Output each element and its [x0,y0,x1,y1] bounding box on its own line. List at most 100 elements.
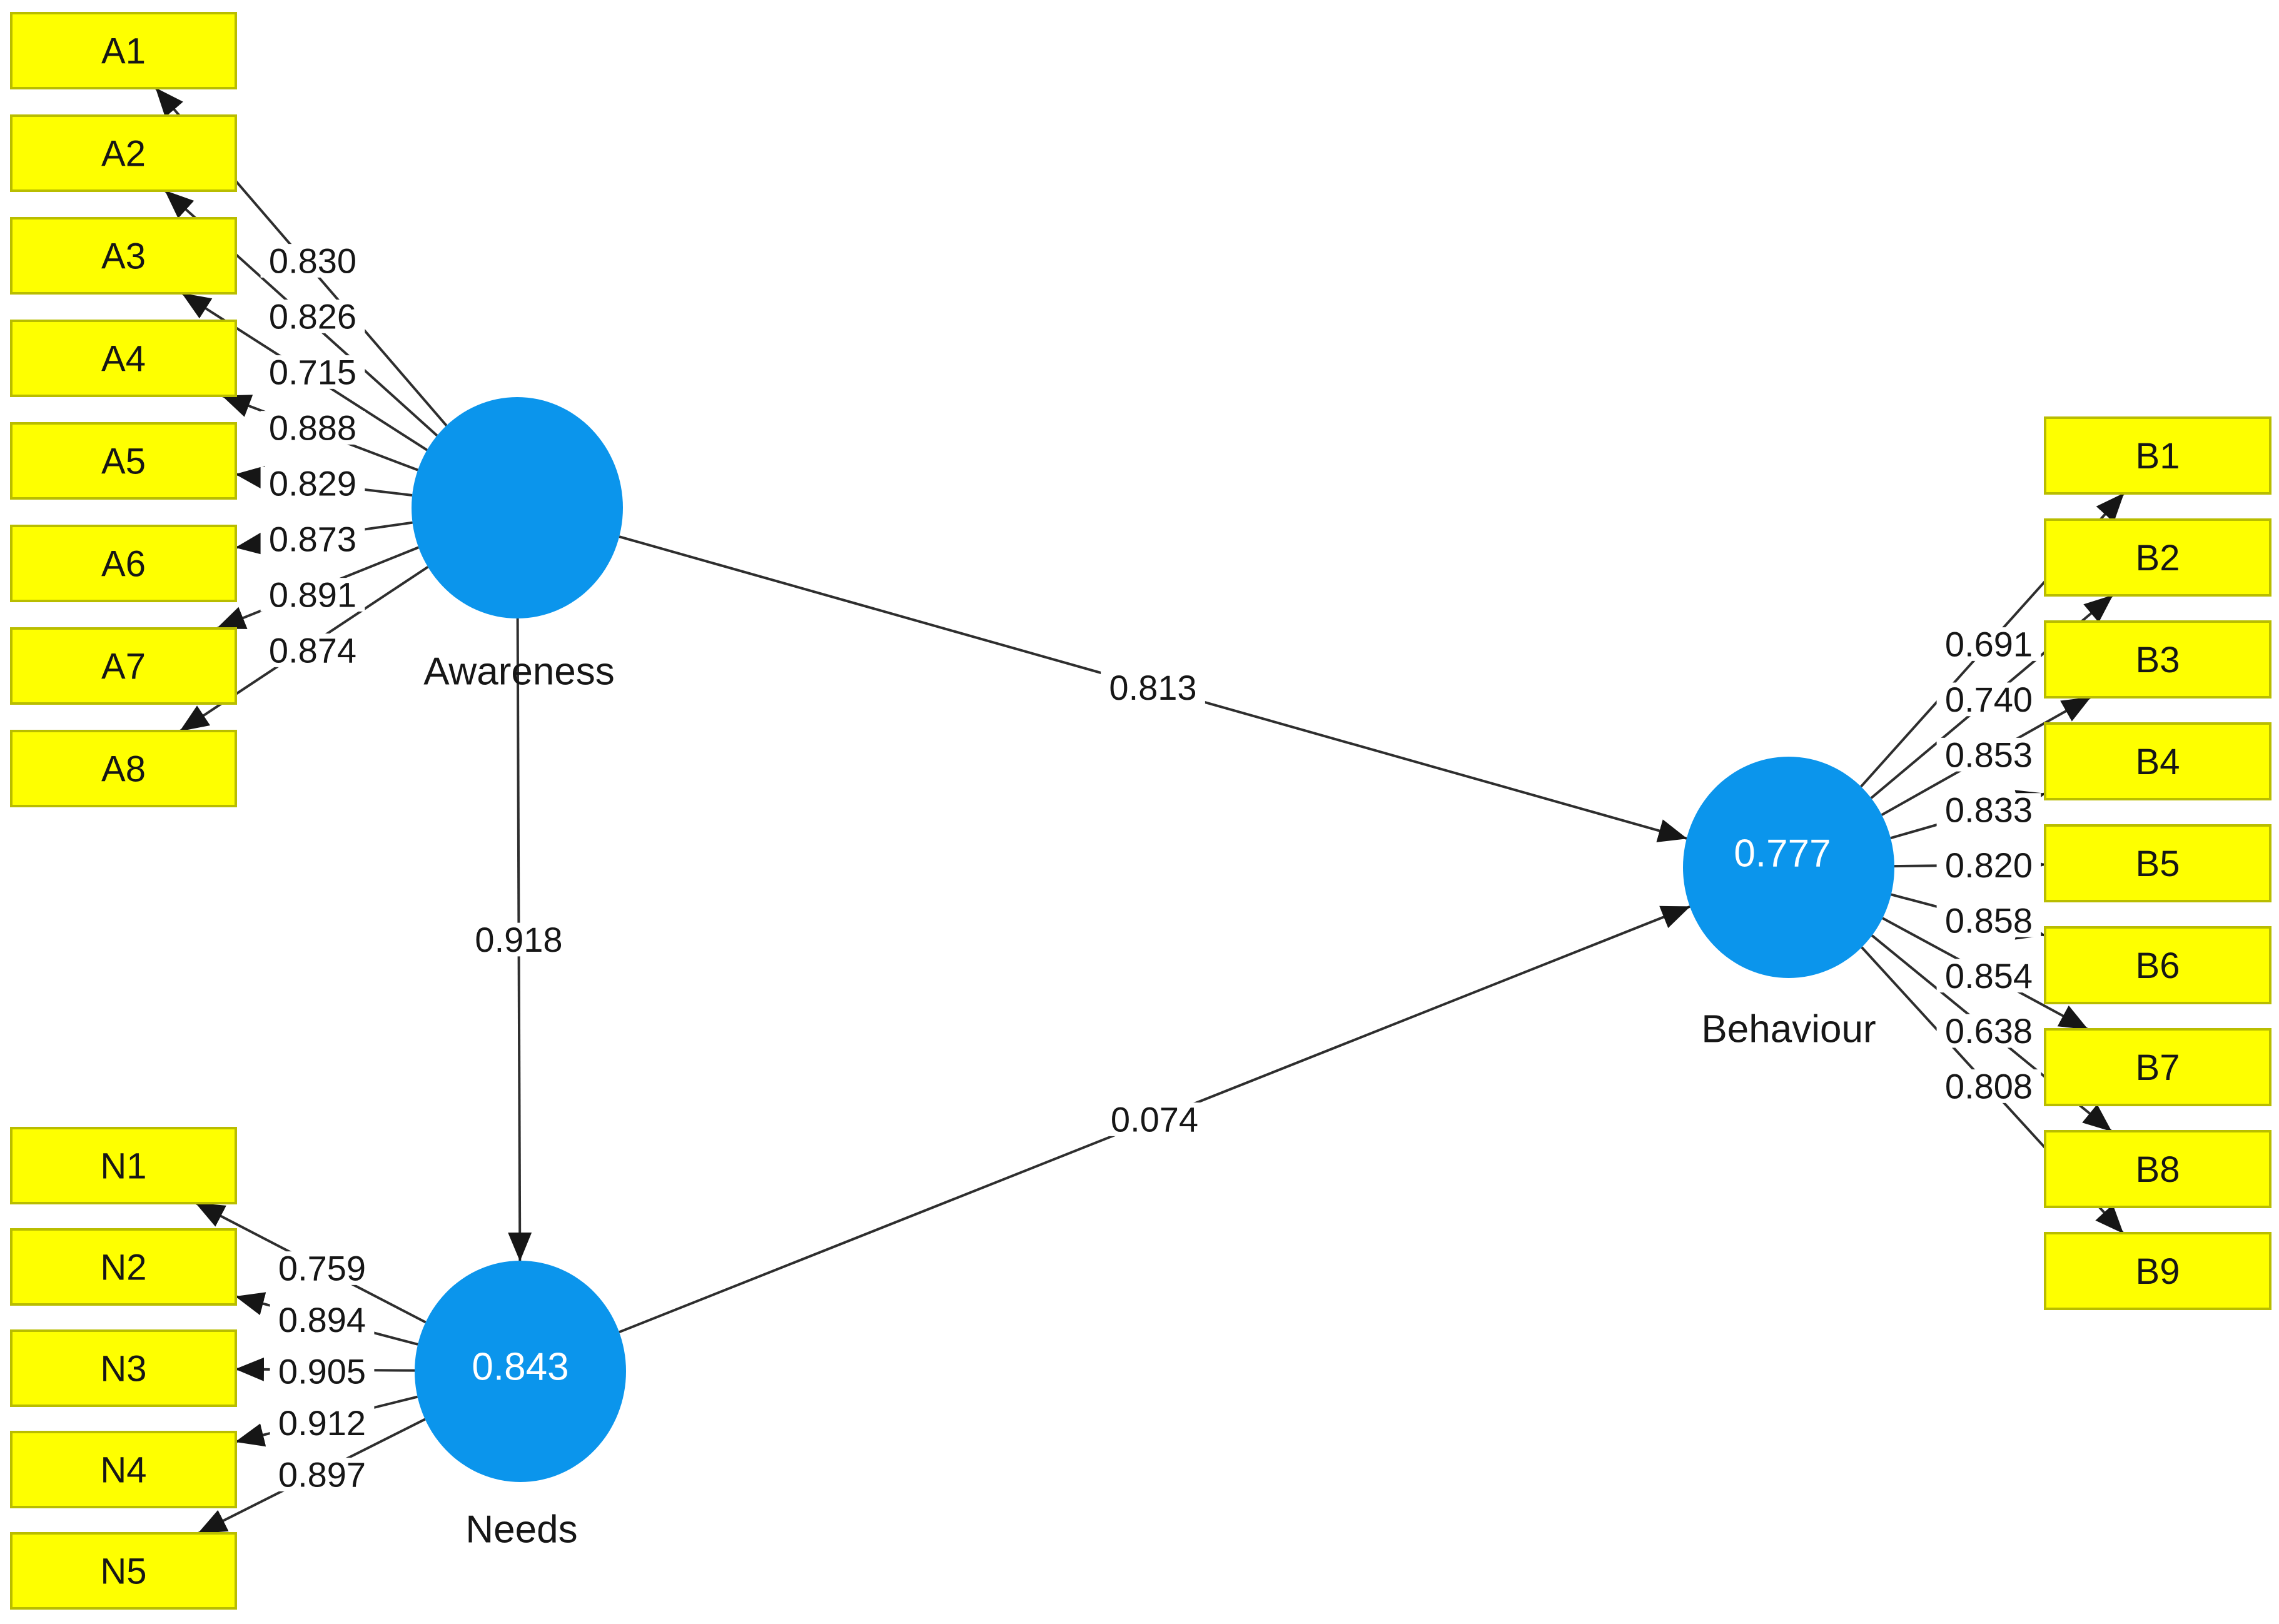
loading-value-bg [260,411,365,445]
indicator-label: B6 [2136,946,2180,986]
indicator-box-n4[interactable] [10,1431,237,1508]
loading-value-bg [260,522,365,556]
constructs-layer: 0.843 0.777 [412,397,1894,1482]
loading-value: 0.858 [1945,900,2033,940]
loading-value-bg [270,1458,375,1491]
construct-ellipse-needs[interactable] [415,1261,626,1482]
indicator-label: A6 [101,543,146,584]
indicator-box-b4[interactable] [2044,722,2271,800]
loading-value-bg [1936,959,2041,993]
indicator-box-b7[interactable] [2044,1028,2271,1106]
loading-value: 0.638 [1945,1011,2033,1051]
indicator-label: N5 [100,1551,146,1591]
loading-value-bg [260,578,365,612]
indicator-label: N3 [100,1348,146,1389]
indicator-box-a4[interactable] [10,320,237,397]
loading-value: 0.888 [269,408,356,448]
indicator-box-a5[interactable] [10,422,237,500]
loading-value-bg [270,1354,375,1388]
indicator-box-b2[interactable] [2044,518,2271,597]
loading-value-bg [1936,903,2041,937]
loading-value: 0.830 [269,241,356,281]
loading-value: 0.820 [1945,845,2033,885]
construct-label: Awareness [423,650,615,693]
indicator-box-a7[interactable] [10,627,237,705]
indicator-label: B1 [2136,436,2180,477]
indicator-box-a6[interactable] [10,525,237,602]
construct-r2-value: 0.777 [1734,832,1831,875]
indicator-box-b6[interactable] [2044,926,2271,1004]
indicator-box-b1[interactable] [2044,416,2271,495]
indicator-label: B3 [2136,640,2180,680]
loading-value: 0.897 [278,1455,366,1495]
loading-value: 0.891 [269,575,356,615]
loading-value-bg [260,467,365,500]
loading-value-bg [270,1303,375,1337]
loading-value: 0.691 [1945,625,2033,664]
indicator-box-n2[interactable] [10,1228,237,1306]
indicator-box-n1[interactable] [10,1127,237,1204]
indicator-label: A8 [101,749,146,789]
indicator-box-b9[interactable] [2044,1232,2271,1310]
loading-value: 0.874 [269,631,356,670]
indicator-box-b5[interactable] [2044,824,2271,902]
path-coefficient-bg [1101,670,1205,705]
indicator-label: N1 [100,1146,146,1186]
indicator-box-b8[interactable] [2044,1130,2271,1208]
indicator-label: B9 [2136,1251,2180,1292]
indicator-label: B2 [2136,538,2180,578]
indicator-box-a2[interactable] [10,114,237,192]
loading-value: 0.912 [278,1403,366,1443]
indicator-box-b3[interactable] [2044,620,2271,699]
loading-value-bg [1936,682,2041,717]
indicator-box-n5[interactable] [10,1532,237,1610]
loading-value-bg [260,300,365,333]
structural-paths-layer [508,535,1690,1334]
indicator-label: A5 [101,441,146,482]
loading-value-bg [1936,793,2041,827]
indicator-label: N2 [100,1247,146,1288]
loading-value: 0.826 [269,297,356,336]
construct-ellipse-behaviour[interactable] [1683,757,1894,978]
loading-value: 0.905 [278,1352,366,1391]
loading-value-bg [1936,627,2041,661]
indicator-label: B4 [2136,742,2180,782]
loading-value: 0.808 [1945,1067,2033,1106]
indicator-label: B5 [2136,844,2180,884]
loading-value-bg [1936,1014,2041,1048]
loading-value-bg [1936,737,2041,772]
construct-label: Needs [465,1508,577,1551]
loading-value: 0.715 [269,353,356,392]
construct-label: Behaviour [1701,1008,1876,1051]
path-coefficient: 0.918 [475,920,562,959]
loading-value-bg [1936,1069,2041,1103]
construct-r2-value: 0.843 [472,1346,568,1389]
path-coefficient-bg [467,922,571,957]
indicator-boxes-layer: A1A2A3A4A5A6A7A8N1N2N3N4N5B1B2B3B4B5B6B7… [10,12,2271,1610]
loading-value: 0.853 [1945,735,2033,774]
construct-ellipse-awareness[interactable] [412,397,623,618]
indicator-box-n3[interactable] [10,1329,237,1407]
loading-value-bg [260,244,365,278]
indicator-label: A4 [101,338,146,379]
indicator-label: A1 [101,31,146,71]
loading-value: 0.873 [269,520,356,559]
loading-value: 0.759 [278,1249,366,1288]
indicator-label: A2 [101,133,146,174]
loading-value: 0.833 [1945,790,2033,830]
indicator-label: N4 [100,1450,146,1490]
indicator-label: A7 [101,646,146,687]
indicator-label: B8 [2136,1149,2180,1190]
indicator-box-a1[interactable] [10,12,237,89]
loading-value: 0.829 [269,464,356,503]
path-coefficient: 0.074 [1111,1100,1198,1139]
loading-value: 0.854 [1945,956,2033,996]
loading-value: 0.894 [278,1300,366,1339]
indicator-box-a8[interactable] [10,730,237,807]
loading-value: 0.740 [1945,680,2033,719]
indicator-box-a3[interactable] [10,217,237,295]
